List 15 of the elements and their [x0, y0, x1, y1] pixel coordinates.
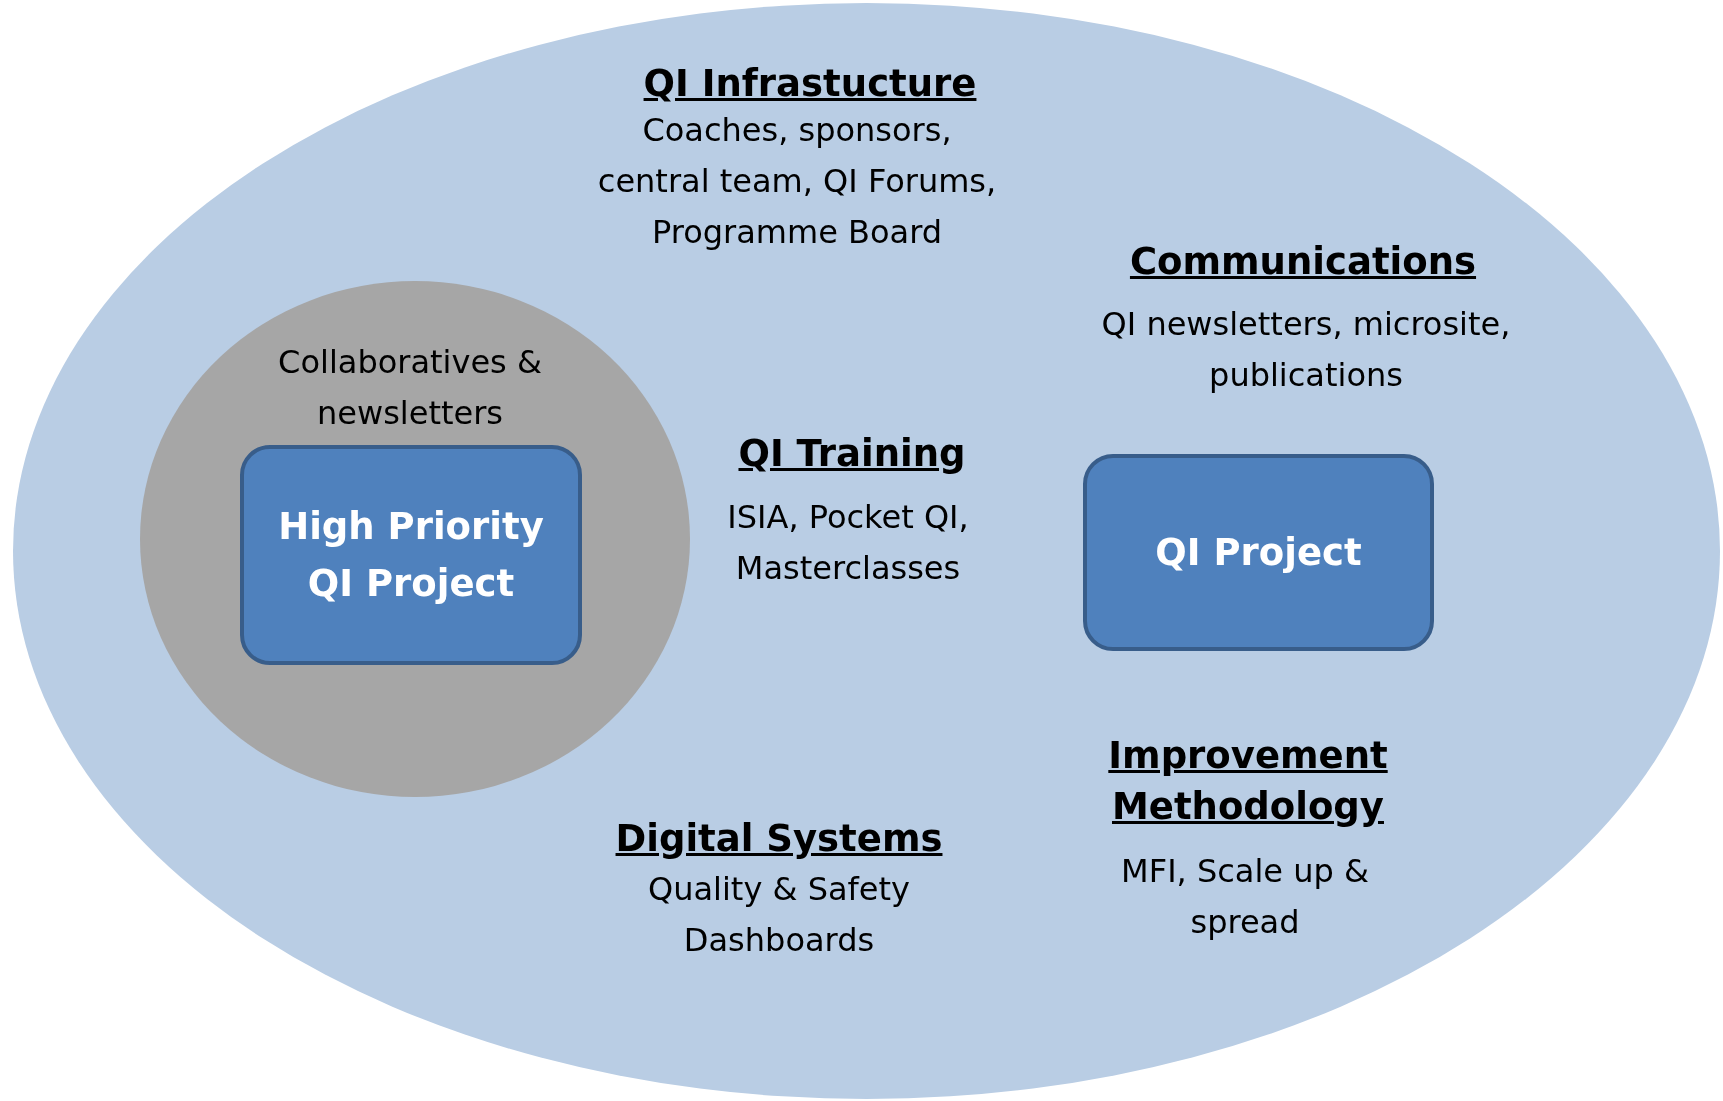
- section-text: Quality & Safety Dashboards: [647, 869, 911, 961]
- project-box: [1083, 454, 1434, 651]
- section-heading: QI Training: [737, 431, 967, 477]
- box-label: High Priority QI Project: [277, 504, 545, 607]
- section-heading: Improvement Methodology: [1107, 733, 1389, 830]
- circle-label: Collaboratives & newsletters: [277, 342, 543, 434]
- section-text: MFI, Scale up & spread: [1120, 851, 1370, 943]
- section-heading: Digital Systems: [614, 816, 944, 862]
- section-text: ISIA, Pocket QI, Masterclasses: [726, 497, 970, 589]
- project-box: [240, 445, 582, 665]
- section-heading: Communications: [1128, 239, 1478, 285]
- section-text: Coaches, sponsors, central team, QI Forums, Programme Board: [596, 110, 998, 253]
- section-text: QI newsletters, microsite, publications: [1100, 304, 1512, 396]
- section-heading: QI Infrastucture: [642, 61, 978, 107]
- box-label: QI Project: [1155, 530, 1362, 576]
